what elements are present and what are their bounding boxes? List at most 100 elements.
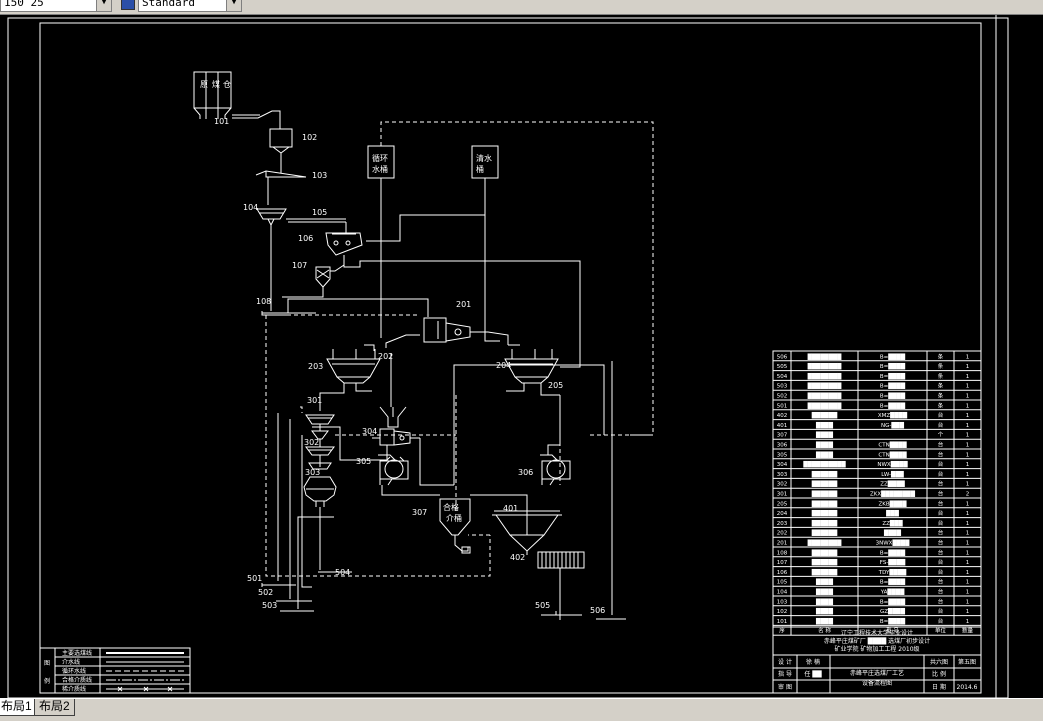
table-header-spec: 型 号: [886, 627, 899, 635]
label-502: 502: [258, 588, 273, 597]
table-cell-qty: 1: [966, 452, 970, 458]
table-cell-no: 102: [777, 609, 788, 615]
title-row2-k: 指 导: [778, 670, 792, 678]
table-cell-spec: NG-███: [881, 421, 905, 429]
table-cell-spec: B=████: [880, 401, 906, 409]
table-cell-spec: ████: [883, 529, 902, 537]
label-305: 305: [356, 457, 371, 466]
bin-label-1: 原: [200, 80, 208, 89]
label-202: 202: [378, 352, 393, 361]
table-header-unit: 单位: [935, 627, 947, 635]
table-cell-no: 402: [777, 413, 788, 419]
sump-202: [379, 353, 407, 428]
belt-108: [261, 297, 316, 316]
text-style-icon[interactable]: [121, 0, 135, 10]
table-cell-name: ██████: [811, 470, 838, 478]
bin-label-2: 煤: [212, 79, 220, 89]
title-r1-k: 共六图: [930, 658, 948, 666]
table-cell-qty: 1: [966, 560, 970, 566]
title-row1-k: 设 计: [778, 658, 792, 666]
table-cell-unit: 台: [938, 548, 944, 556]
table-cell-qty: 1: [966, 354, 970, 360]
title-row3-k: 审 图: [778, 683, 792, 691]
table-cell-name: ██████: [811, 480, 838, 488]
tab-layout2[interactable]: 布局2: [34, 699, 75, 716]
title-r3-k: 日 期: [932, 683, 946, 691]
table-cell-no: 305: [777, 452, 788, 458]
screen-203: [326, 344, 381, 384]
equipment-102: [269, 128, 293, 148]
table-cell-no: 306: [777, 443, 788, 449]
label-503: 503: [262, 601, 277, 610]
table-cell-spec: ZKX████████: [870, 490, 916, 498]
layer-combo[interactable]: 150 25▼: [0, 0, 112, 12]
table-cell-spec: B=████: [880, 392, 906, 400]
drawing-canvas[interactable]: 原 煤 仓 循环 水桶 清水 桶 合格 介桶 101 102 103 104 1…: [0, 15, 1043, 698]
table-cell-name: ████████: [807, 382, 843, 390]
table-header-no: 序: [779, 627, 785, 635]
raw-coal-bins: [193, 71, 232, 119]
table-cell-spec: TDY████: [878, 568, 907, 576]
table-border: [772, 350, 982, 636]
table-cell-qty: 1: [966, 570, 970, 576]
table-cell-unit: 个: [938, 432, 944, 439]
crusher-106: [325, 232, 363, 256]
table-cell-qty: 1: [966, 550, 970, 556]
legend-item-1: 主要选煤线: [62, 649, 92, 657]
table-cell-qty: 1: [966, 374, 970, 380]
table-cell-qty: 1: [966, 609, 970, 615]
table-cell-name: ████: [815, 617, 834, 625]
table-cell-spec: GZ████: [880, 607, 906, 615]
table-cell-no: 504: [777, 374, 788, 380]
table-cell-no: 307: [777, 433, 788, 439]
layout-tab-bar: 布局1 布局2: [0, 698, 1043, 721]
table-cell-no: 205: [777, 501, 788, 507]
table-cell-no: 502: [777, 394, 788, 400]
label-101: 101: [214, 117, 229, 126]
table-cell-no: 106: [777, 570, 788, 576]
table-cell-unit: 台: [938, 607, 944, 615]
table-cell-qty: 1: [966, 619, 970, 625]
table-cell-name: ██████: [811, 490, 838, 498]
filter-press-402: [537, 551, 585, 620]
table-cell-no: 202: [777, 531, 788, 537]
belt-101: [232, 110, 281, 129]
table-cell-qty: 1: [966, 462, 970, 468]
table-cell-qty: 1: [966, 443, 970, 449]
title-r3-v: 2014.6: [957, 684, 978, 691]
product-belts: [261, 361, 626, 620]
table-cell-qty: 1: [966, 472, 970, 478]
legend-side-1: 图: [44, 660, 50, 667]
table-cell-unit: 台: [938, 529, 944, 537]
label-105: 105: [312, 208, 327, 217]
chevron-down-icon[interactable]: ▼: [226, 0, 241, 11]
table-cell-spec: B=████: [880, 597, 906, 605]
label-204: 204: [496, 361, 511, 370]
legend-item-3: 循环水线: [62, 667, 86, 675]
label-108: 108: [256, 297, 271, 306]
centrifuge-303: [303, 476, 337, 543]
chevron-down-icon[interactable]: ▼: [96, 0, 111, 11]
table-cell-unit: 台: [938, 558, 944, 566]
label-501: 501: [247, 574, 262, 583]
equipment-102-bottom: [272, 146, 290, 154]
bin-label-3: 仓: [223, 79, 231, 89]
table-cell-qty: 1: [966, 384, 970, 390]
table-cell-name: ████████: [807, 539, 843, 547]
title-block: [772, 626, 982, 694]
table-cell-unit: 台: [938, 411, 944, 419]
text-style-combo[interactable]: Standard▼: [138, 0, 242, 12]
table-cell-qty: 1: [966, 403, 970, 409]
table-cell-unit: 台: [938, 480, 944, 488]
table-cell-spec: CTN████: [878, 450, 907, 458]
table-cell-qty: 1: [966, 580, 970, 586]
table-cell-spec: B=████: [880, 578, 906, 586]
label-504: 504: [335, 568, 350, 577]
label-106: 106: [298, 234, 313, 243]
table-cell-no: 204: [777, 511, 788, 517]
magnetic-separator-306: [540, 454, 571, 486]
tab-layout1[interactable]: 布局1: [0, 699, 37, 716]
table-cell-no: 105: [777, 580, 788, 586]
label-303: 303: [305, 468, 320, 477]
